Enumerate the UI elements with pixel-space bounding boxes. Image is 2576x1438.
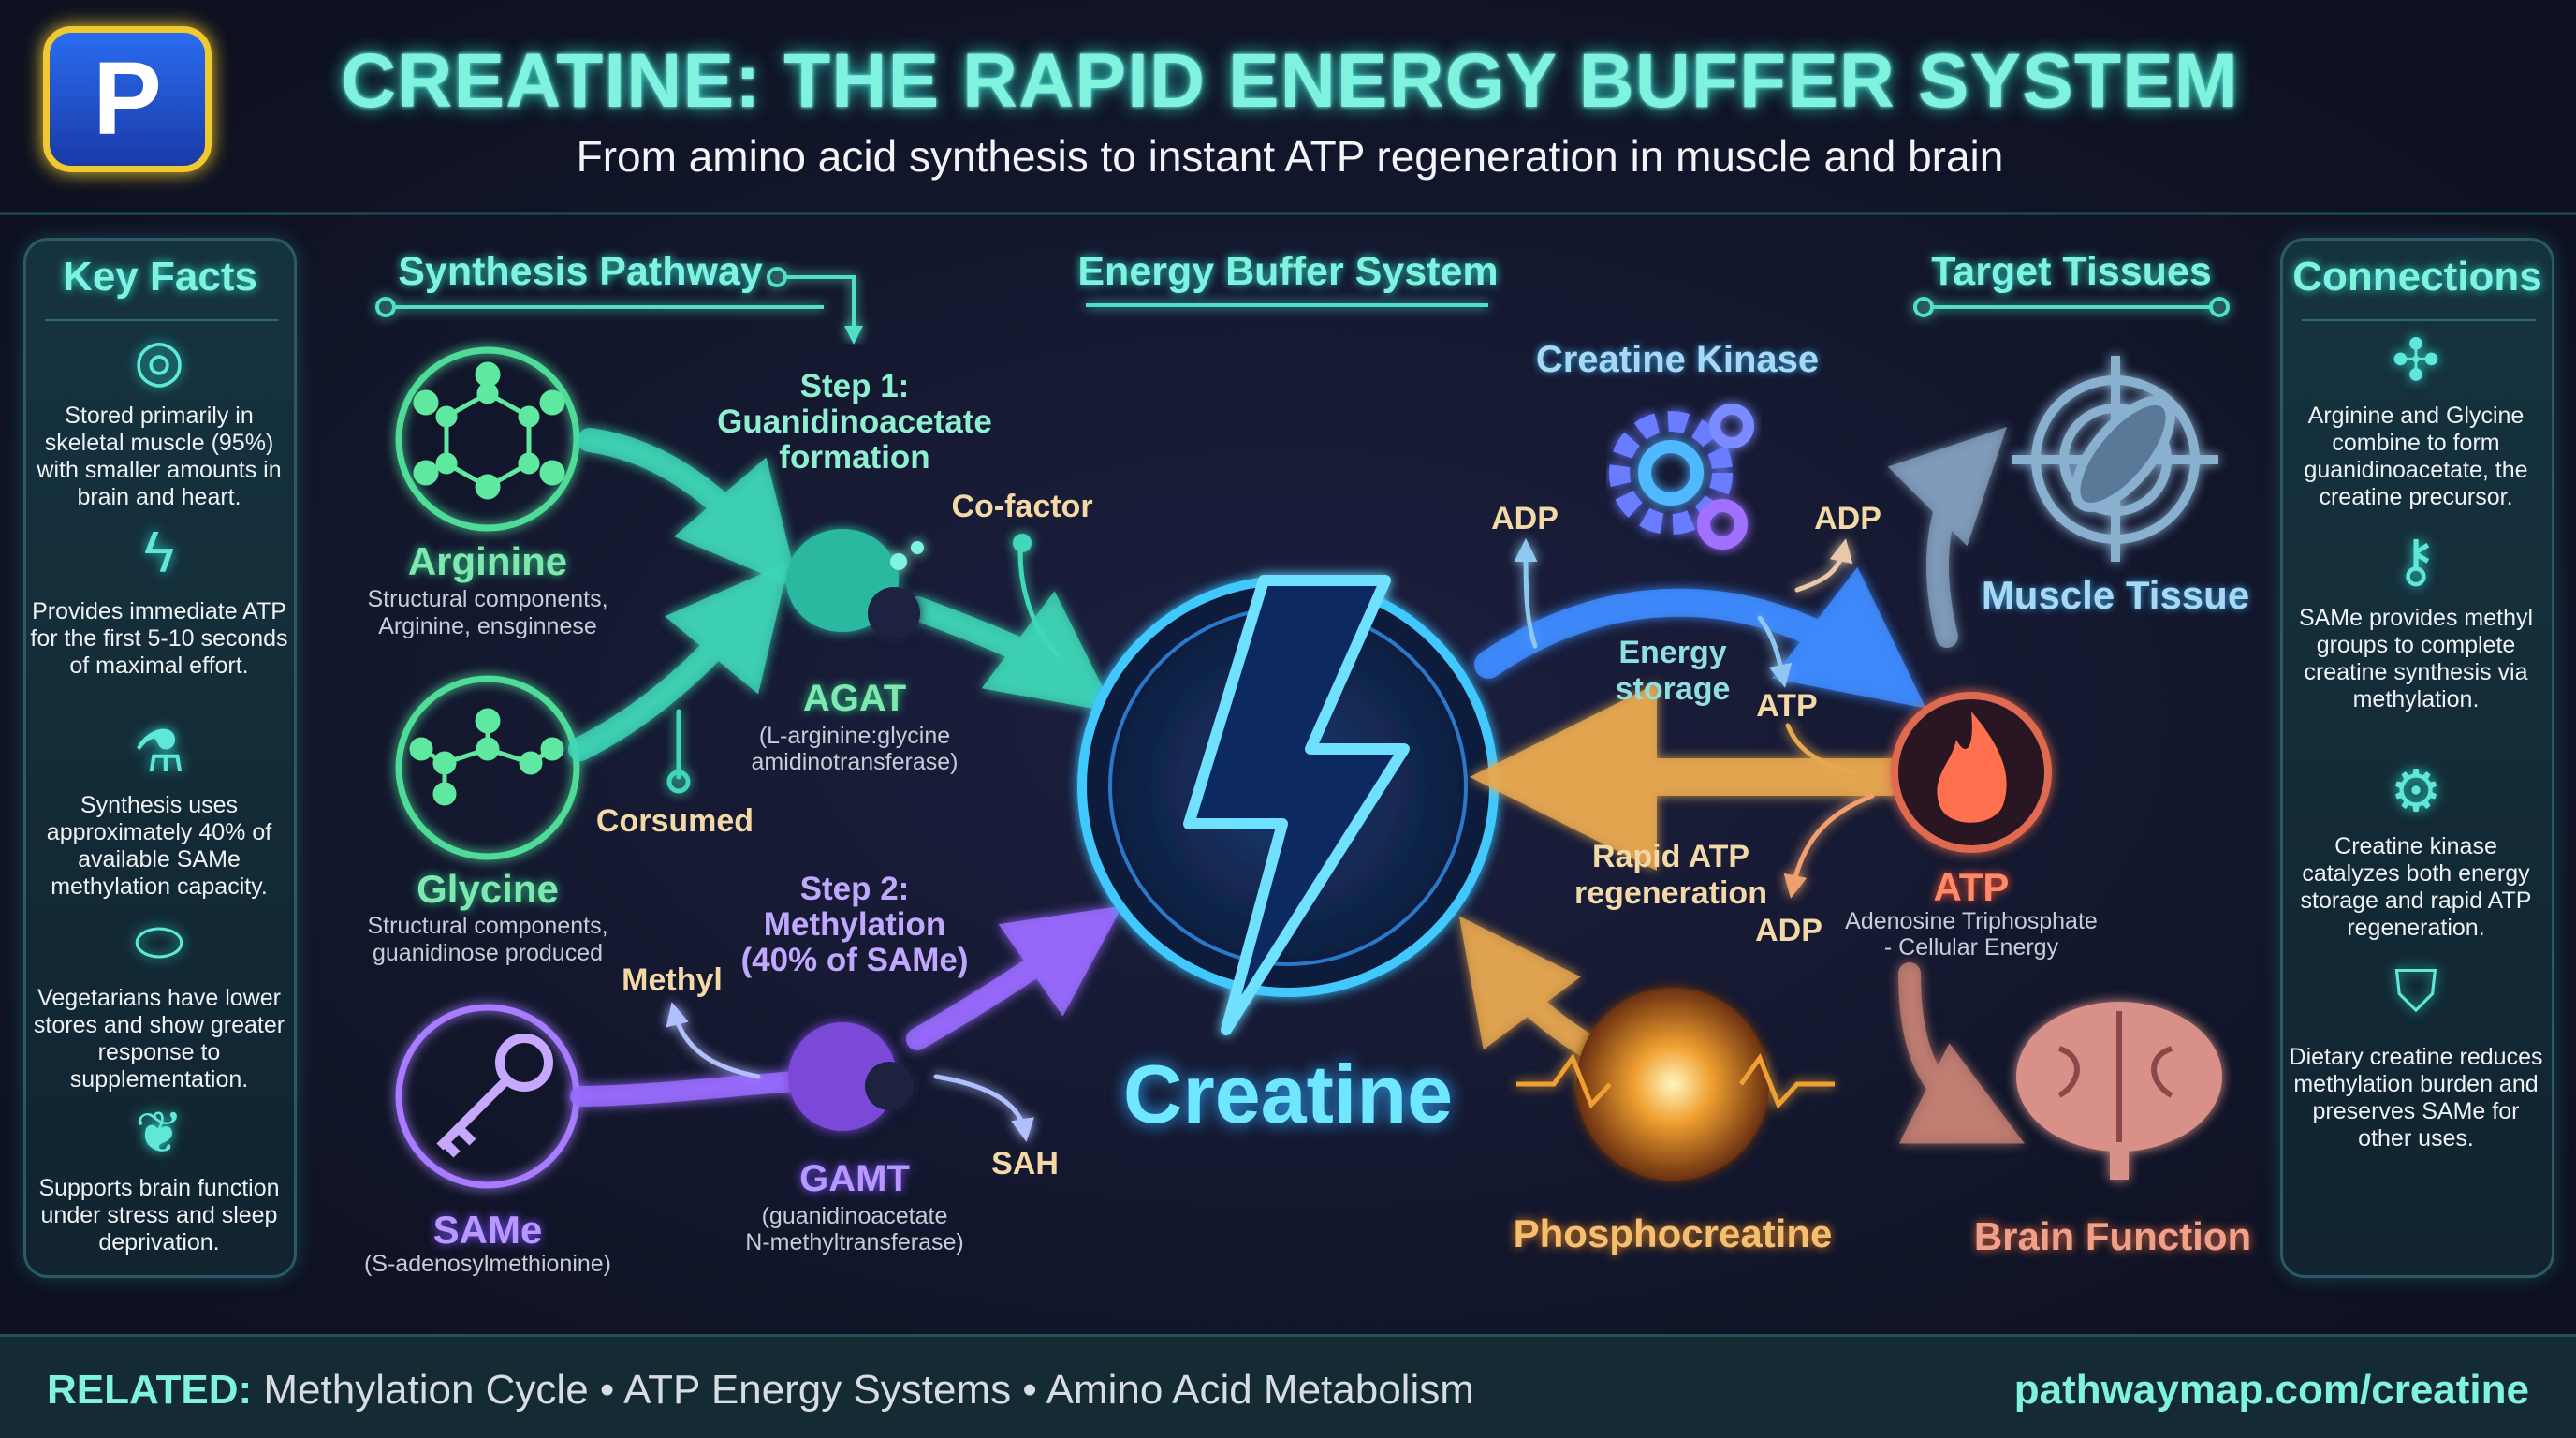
step-2-label: Step 2:Methylation(40% of SAMe) xyxy=(740,871,969,978)
related-topics: RELATED: Methylation Cycle • ATP Energy … xyxy=(47,1367,1474,1414)
glycine-desc-1: Structural components, xyxy=(367,913,608,939)
logo: P xyxy=(43,26,212,172)
phosphocreatine-label: Phosphocreatine xyxy=(1513,1211,1833,1255)
related-links[interactable]: Methylation Cycle • ATP Energy Systems •… xyxy=(263,1367,1474,1413)
arginine-label: Arginine xyxy=(407,539,568,583)
fact-text: Provides immediate ATP for the first 5-1… xyxy=(30,598,288,679)
shield-icon: ⛉ xyxy=(2393,960,2438,1024)
energy-buffer-heading: Energy Buffer System xyxy=(1077,249,1499,294)
fact-text: Vegetarians have lower stores and show g… xyxy=(33,985,285,1093)
adp-right-label: ADP xyxy=(1814,501,1881,536)
target-tissues-heading: Target Tissues xyxy=(1931,249,2212,294)
key-icon: ⚷ xyxy=(2394,529,2437,594)
sah-label: SAH xyxy=(991,1146,1059,1181)
fact-text: Creatine kinase catalyzes both energy st… xyxy=(2300,833,2532,941)
fact-text: Stored primarily in skeletal muscle (95%… xyxy=(37,403,282,510)
lightning-icon: ϟ xyxy=(143,521,175,585)
gamt-enzyme-icon xyxy=(788,1022,914,1131)
flask-icon: ⚗ xyxy=(133,720,185,785)
fact-text: Dietary creatine reduces methylation bur… xyxy=(2289,1044,2543,1152)
arginine-molecule-icon xyxy=(395,346,580,532)
fact-text: Synthesis uses approximately 40% of avai… xyxy=(46,792,272,900)
logo-letter: P xyxy=(93,41,162,156)
target-icon: ◎ xyxy=(133,329,185,393)
key-facts-panel: Key Facts xyxy=(23,238,297,1278)
atp-small-label: ATP xyxy=(1756,688,1818,724)
cofactor-label: Co-factor xyxy=(951,489,1093,524)
network-icon: ✣ xyxy=(2392,329,2440,393)
muscle-tissue-label: Muscle Tissue xyxy=(1981,573,2250,617)
fact-text: SAMe provides methyl groups to complete … xyxy=(2298,605,2534,712)
glycine-label: Glycine xyxy=(417,867,559,911)
fact-text: Arginine and Glycine combine to form gua… xyxy=(2304,403,2528,510)
same-desc: (S-adenosylmethionine) xyxy=(363,1251,612,1277)
gamt-desc-1: (guanidinoacetate xyxy=(761,1203,948,1229)
pill-icon: ⬭ xyxy=(134,910,184,975)
glycine-molecule-icon xyxy=(395,675,580,860)
methyl-label: Methyl xyxy=(622,962,723,998)
adp-left-label: ADP xyxy=(1491,501,1559,536)
arginine-desc-1: Structural components, xyxy=(367,586,608,612)
footer: RELATED: Methylation Cycle • ATP Energy … xyxy=(0,1334,2576,1438)
creatine-kinase-label: Creatine Kinase xyxy=(1535,339,1820,380)
creatine-kinase-gears-icon xyxy=(1609,404,1754,550)
agat-desc-1: (L-arginine:glycine xyxy=(758,723,951,749)
gear-icon: ⚙ xyxy=(2390,759,2442,824)
connections-title: Connections xyxy=(2292,254,2542,300)
adp-bottom-label: ADP xyxy=(1755,913,1822,948)
connections-panel: Connections xyxy=(2280,238,2554,1278)
atp-desc-2: - Cellular Energy xyxy=(1883,934,2059,961)
brain-icon: ❦ xyxy=(135,1101,183,1166)
phosphocreatine-orb-icon xyxy=(1516,988,1835,1181)
page-subtitle: From amino acid synthesis to instant ATP… xyxy=(576,132,2004,181)
consumed-label: Corsumed xyxy=(595,803,754,839)
agat-enzyme-icon xyxy=(786,529,924,639)
atp-desc-1: Adenosine Triphosphate xyxy=(1845,908,2098,934)
gamt-desc-2: N-methyltransferase) xyxy=(745,1229,964,1255)
atp-flame-icon xyxy=(1891,692,2052,853)
agat-desc-2: amidinotransferase) xyxy=(751,749,959,775)
page-title: CREATINE: THE RAPID ENERGY BUFFER SYSTEM xyxy=(341,38,2239,124)
glycine-desc-2: guanidinose produced xyxy=(372,940,604,966)
same-label: SAMe xyxy=(432,1208,543,1252)
related-label: RELATED: xyxy=(47,1367,253,1413)
synthesis-pathway-heading: Synthesis Pathway xyxy=(398,249,763,294)
gamt-label: GAMT xyxy=(799,1158,910,1199)
source-url-link[interactable]: pathwaymap.com/creatine xyxy=(2013,1367,2529,1413)
brain-function-label: Brain Function xyxy=(1973,1214,2252,1258)
arginine-desc-2: Arginine, ensginnese xyxy=(378,613,597,639)
fact-text: Supports brain function under stress and… xyxy=(38,1175,280,1255)
brain-function-icon xyxy=(2016,1002,2222,1180)
atp-label: ATP xyxy=(1933,865,2010,909)
creatine-label: Creatine xyxy=(1122,1048,1454,1140)
muscle-target-icon xyxy=(2012,356,2218,562)
key-facts-title: Key Facts xyxy=(63,254,257,300)
agat-label: AGAT xyxy=(802,678,907,719)
